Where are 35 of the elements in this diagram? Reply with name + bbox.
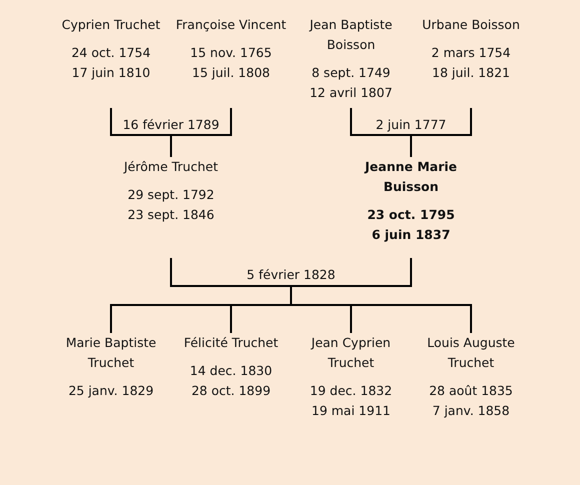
person-name: Jeanne Marie Buisson [363,158,458,196]
life-date: 12 avril 1807 [308,84,394,102]
person-name: Urbane Boisson [421,16,521,34]
life-date: 28 août 1835 [428,382,514,400]
life-date: 23 sept. 1846 [126,206,216,224]
life-date: 8 sept. 1749 [310,64,392,82]
life-date: 15 juil. 1808 [191,64,271,82]
life-date: 7 janv. 1858 [431,402,511,420]
life-date: 19 mai 1911 [310,402,392,420]
person-name: Jean Baptiste Boisson [308,16,394,54]
person-name: Marie Baptiste Truchet [64,334,158,372]
life-date: 17 juin 1810 [70,64,152,82]
life-date: 25 janv. 1829 [67,382,155,400]
life-date: 23 oct. 1795 [366,206,456,224]
life-date: 19 dec. 1832 [308,382,394,400]
marriage-date: 5 février 1828 [246,267,336,283]
family-connector [290,258,472,333]
life-date: 29 sept. 1792 [126,186,216,204]
life-date: 28 oct. 1899 [190,382,272,400]
life-date: 18 juil. 1821 [431,64,511,82]
life-date: 14 dec. 1830 [188,362,274,380]
life-date: 2 mars 1754 [430,44,512,62]
family-connector [410,108,472,157]
marriage-date: 2 juin 1777 [376,117,446,133]
life-date: 24 oct. 1754 [70,44,152,62]
person-name: Louis Auguste Truchet [426,334,516,372]
family-connector [170,108,232,157]
person-name: Jean Cyprien Truchet [310,334,392,372]
person-name: Françoise Vincent [174,16,288,34]
marriage-date: 16 février 1789 [122,117,220,133]
person-name: Jérôme Truchet [122,158,219,176]
life-date: 6 juin 1837 [370,226,452,244]
person-name: Félicité Truchet [182,334,280,352]
person-name: Cyprien Truchet [60,16,162,34]
life-date: 15 nov. 1765 [189,44,273,62]
